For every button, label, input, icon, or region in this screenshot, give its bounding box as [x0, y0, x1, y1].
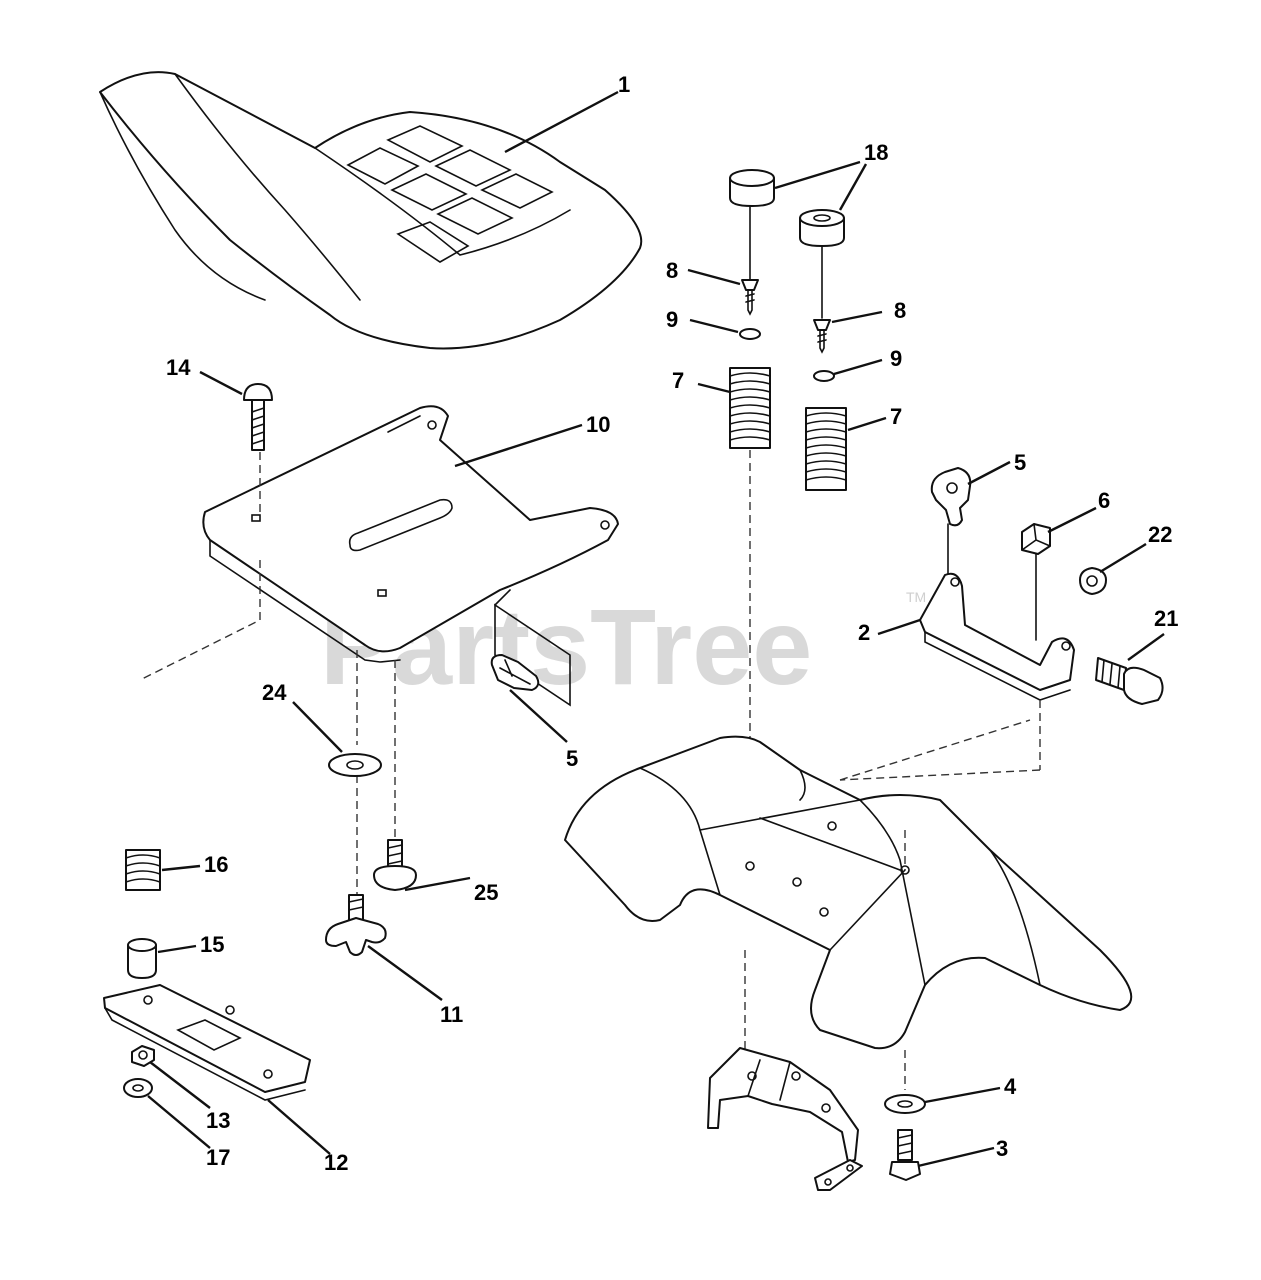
- callout-12: 12: [324, 1150, 348, 1175]
- part-spring-left[interactable]: [729, 367, 771, 449]
- part-bolt-3[interactable]: [889, 1129, 921, 1181]
- part-shoulder-bolt-21[interactable]: [1095, 657, 1164, 705]
- part-pivot-bracket[interactable]: [919, 572, 1075, 701]
- callout-21: 21: [1154, 606, 1178, 631]
- part-seat[interactable]: [99, 71, 643, 350]
- part-seat-pan[interactable]: [202, 405, 619, 663]
- part-nut-6[interactable]: [1021, 523, 1051, 555]
- callout-3: 3: [996, 1136, 1008, 1161]
- callout-24: 24: [262, 680, 287, 705]
- part-carriage-bolt[interactable]: [243, 383, 273, 451]
- callout-8-left: 8: [666, 258, 678, 283]
- part-bracket-12[interactable]: [103, 984, 311, 1101]
- callout-2: 2: [858, 620, 870, 645]
- part-nut-22[interactable]: [1079, 567, 1107, 595]
- part-spring-right[interactable]: [805, 407, 847, 491]
- callout-25: 25: [474, 880, 498, 905]
- part-screw-right[interactable]: [813, 319, 831, 354]
- callout-13: 13: [206, 1108, 230, 1133]
- part-shoulder-bolt[interactable]: [373, 839, 417, 891]
- callout-11: 11: [440, 1002, 463, 1027]
- part-washer-4[interactable]: [884, 1094, 926, 1114]
- part-washer-17[interactable]: [123, 1078, 153, 1098]
- part-knob[interactable]: [325, 894, 387, 956]
- part-latch-right[interactable]: [930, 467, 972, 527]
- callout-6: 6: [1098, 488, 1110, 513]
- callout-15: 15: [200, 932, 224, 957]
- watermark-trademark: TM: [906, 589, 926, 605]
- part-switch-left[interactable]: [490, 589, 571, 707]
- part-washer-24[interactable]: [328, 753, 382, 777]
- callout-1: 1: [618, 72, 630, 97]
- part-nut-13[interactable]: [131, 1045, 155, 1067]
- part-frame-fender[interactable]: [564, 735, 1133, 1050]
- callout-7-left: 7: [672, 368, 684, 393]
- callout-5-left: 5: [566, 746, 578, 771]
- callout-18: 18: [864, 140, 888, 165]
- callout-16: 16: [204, 852, 228, 877]
- callout-9-right: 9: [890, 346, 902, 371]
- part-spacer-15[interactable]: [127, 938, 157, 979]
- callout-10: 10: [586, 412, 610, 437]
- callout-5-right: 5: [1014, 450, 1026, 475]
- part-screw-left[interactable]: [741, 279, 759, 316]
- callout-22: 22: [1148, 522, 1172, 547]
- callout-8-right: 8: [894, 298, 906, 323]
- part-bumper-right[interactable]: [799, 209, 845, 247]
- part-lockwasher-left[interactable]: [739, 328, 761, 340]
- part-lockwasher-right[interactable]: [813, 370, 835, 382]
- part-spring-16[interactable]: [125, 849, 161, 891]
- callout-14: 14: [166, 355, 191, 380]
- callout-4: 4: [1004, 1074, 1017, 1099]
- part-mount-bracket[interactable]: [707, 1047, 863, 1191]
- part-bumper-left[interactable]: [729, 169, 775, 207]
- callout-9-left: 9: [666, 307, 678, 332]
- callout-7-right: 7: [890, 404, 902, 429]
- callout-17: 17: [206, 1145, 230, 1170]
